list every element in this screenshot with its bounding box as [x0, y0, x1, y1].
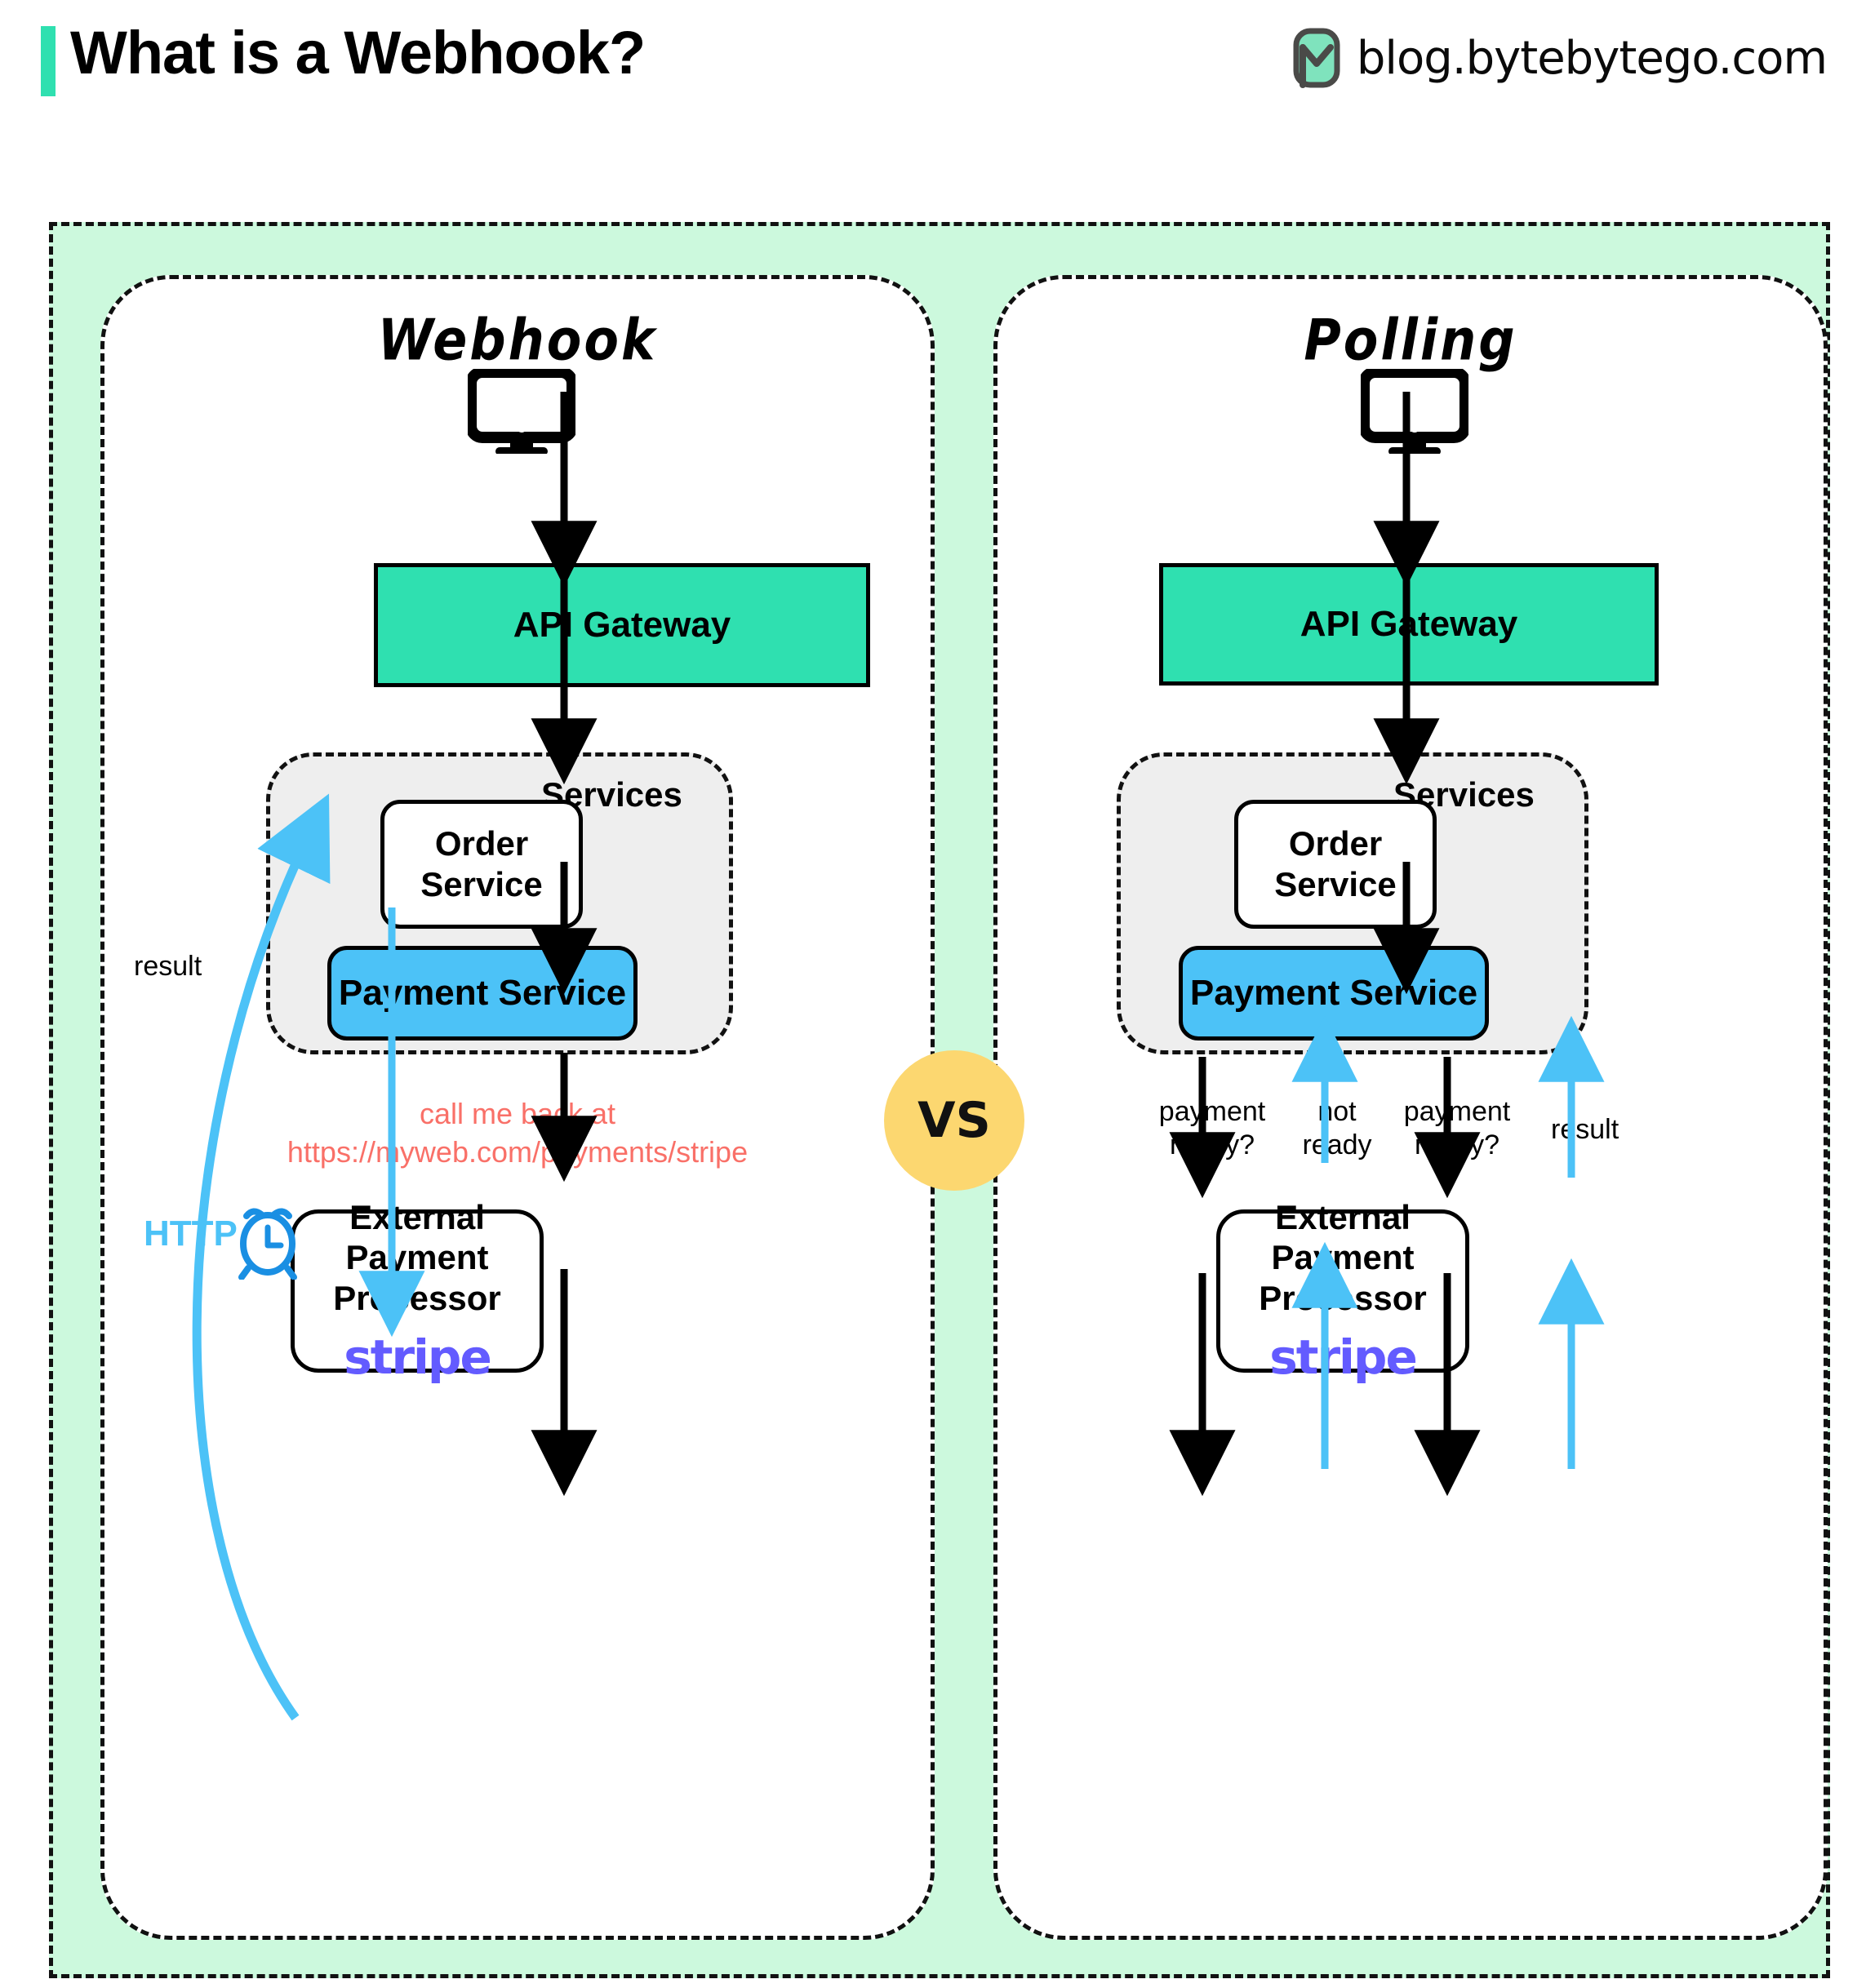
order-service-line2: Service	[1274, 865, 1397, 903]
external-payment-processor-box-webhook: External Payment Processor stripe	[291, 1198, 544, 1385]
result-label-polling: result	[1551, 1114, 1619, 1145]
processor-line2: Payment Processor	[333, 1238, 501, 1317]
order-service-line1: Order	[1288, 824, 1383, 863]
order-service-box-webhook: Order Service	[380, 800, 583, 929]
poll-label-0-line1: payment	[1158, 1096, 1266, 1127]
external-payment-processor-box-polling: External Payment Processor stripe	[1216, 1198, 1469, 1385]
poll-label-0-line2: ready?	[1170, 1129, 1255, 1161]
processor-title-webhook: External Payment Processor	[295, 1197, 540, 1319]
http-label: HTTP	[144, 1214, 238, 1254]
payment-service-label: Payment Service	[1189, 973, 1478, 1013]
payment-service-box-polling: Payment Service	[1179, 946, 1489, 1041]
poll-label-2-line1: payment	[1403, 1096, 1511, 1127]
result-label-webhook: result	[134, 951, 202, 982]
api-gateway-label: API Gateway	[1300, 604, 1518, 644]
poll-label-1: not ready	[1286, 1095, 1388, 1163]
processor-line1: External	[349, 1197, 485, 1236]
api-gateway-box-polling: API Gateway	[1159, 563, 1659, 686]
stripe-logo: stripe	[1269, 1329, 1418, 1386]
poll-label-2: payment ready?	[1380, 1095, 1535, 1163]
payment-service-box-webhook: Payment Service	[327, 946, 638, 1041]
panel-title-webhook: Webhook	[377, 306, 658, 374]
processor-title-polling: External Payment Processor	[1220, 1197, 1465, 1319]
callback-annotation: call me back at https://myweb.com/paymen…	[104, 1095, 931, 1172]
poll-label-1-line1: not	[1317, 1096, 1357, 1127]
poll-label-0: payment ready?	[1135, 1095, 1290, 1163]
poll-label-2-line2: ready?	[1415, 1129, 1499, 1161]
brand-url: blog.bytebytego.com	[1356, 31, 1828, 85]
panel-title-polling: Polling	[1304, 306, 1517, 374]
alarm-clock-icon	[238, 1208, 297, 1280]
panel-polling: Polling API Gateway Services Order Servi…	[993, 275, 1828, 1940]
processor-line1: External	[1275, 1197, 1411, 1236]
order-service-line1: Order	[434, 824, 529, 863]
desktop-monitor-icon	[468, 369, 575, 454]
api-gateway-label: API Gateway	[513, 605, 731, 645]
page-title: What is a Webhook?	[70, 19, 646, 87]
page-header: What is a Webhook? blog.bytebytego.com	[0, 0, 1866, 131]
callback-line-1: call me back at	[419, 1097, 616, 1130]
brand: blog.bytebytego.com	[1291, 28, 1828, 88]
title-accent-bar	[41, 26, 56, 96]
panel-webhook: Webhook API Gateway Services Order Servi…	[100, 275, 935, 1940]
order-service-line2: Service	[420, 865, 543, 903]
api-gateway-box-webhook: API Gateway	[374, 563, 870, 687]
poll-label-1-line2: ready	[1302, 1129, 1372, 1161]
processor-line2: Payment Processor	[1259, 1238, 1427, 1317]
vs-badge: VS	[884, 1050, 1024, 1191]
order-service-box-polling: Order Service	[1234, 800, 1437, 929]
desktop-monitor-icon	[1361, 369, 1468, 454]
stripe-logo: stripe	[344, 1329, 492, 1386]
bytebytego-logo-icon	[1293, 28, 1340, 88]
payment-service-label: Payment Service	[338, 973, 627, 1013]
callback-line-2: https://myweb.com/payments/stripe	[287, 1134, 749, 1169]
